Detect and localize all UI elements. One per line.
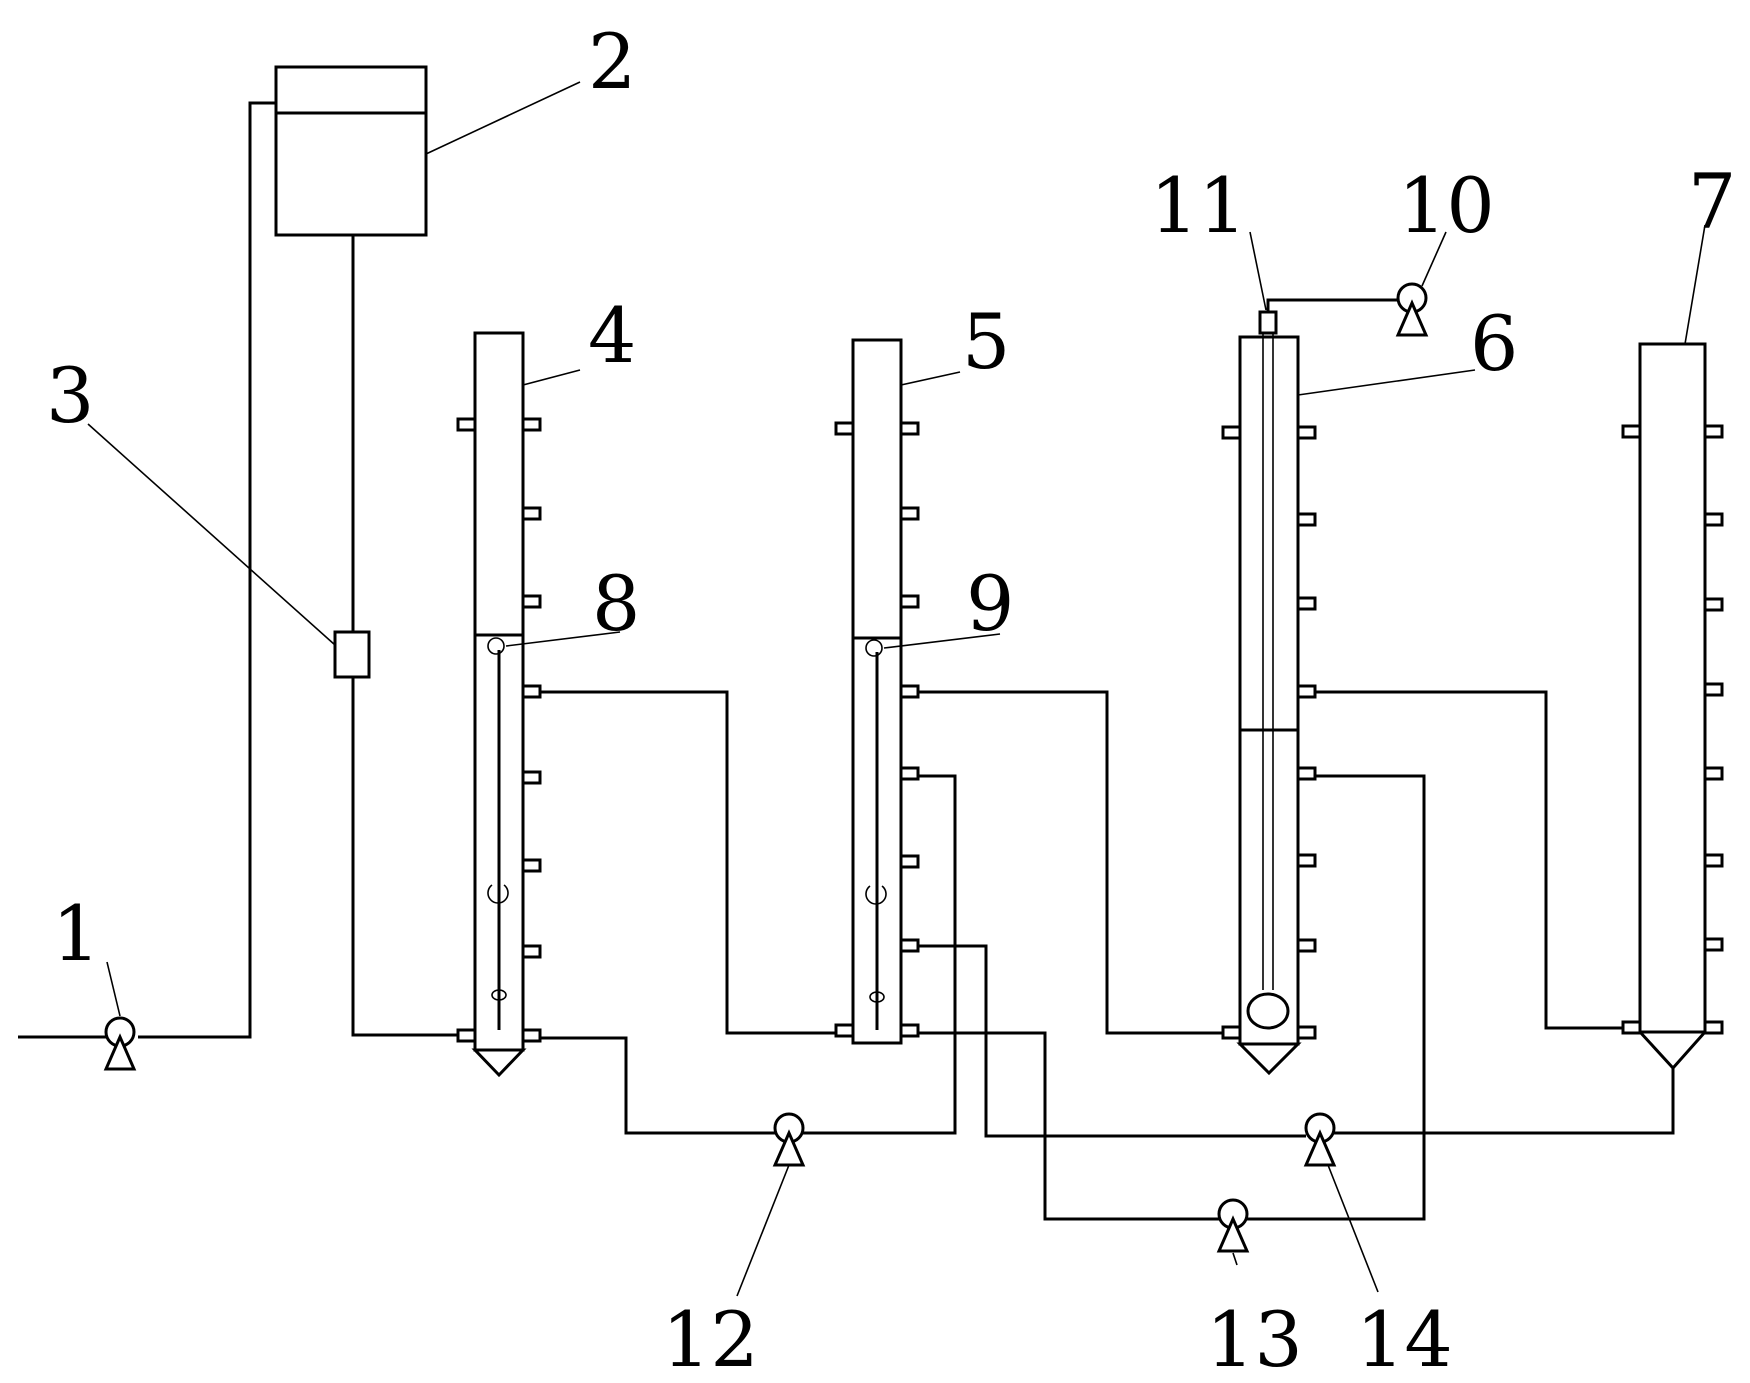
label-10: 10 [1398,161,1495,250]
connecting-pipes [540,298,1675,1221]
pump-13 [1216,1198,1250,1253]
reactor-6 [1221,333,1317,1076]
leader-lines [87,81,1706,1297]
storage-tank [274,65,428,237]
pump-12 [772,1112,806,1167]
pump-14 [1303,1112,1337,1167]
label-7: 7 [1688,157,1736,246]
label-12: 12 [662,1295,759,1383]
label-5: 5 [962,297,1010,386]
pump-1 [103,1016,137,1071]
label-4: 4 [588,291,636,380]
settling-column [1621,342,1724,1071]
aeration-head [1258,310,1278,335]
label-3: 3 [46,351,94,440]
reactor-4 [456,331,542,1078]
label-13: 13 [1206,1295,1303,1383]
label-6: 6 [1470,299,1518,388]
label-11: 11 [1150,161,1247,250]
reactor-5 [834,338,920,1045]
label-14: 14 [1356,1295,1453,1383]
flow-meter [333,630,371,679]
number-labels: 1 2 3 4 5 6 7 8 9 10 11 12 13 14 [46,17,1736,1383]
label-9: 9 [966,559,1014,648]
label-8: 8 [592,559,640,648]
label-1: 1 [52,889,100,978]
label-2: 2 [588,17,636,106]
blower-10 [1395,282,1429,337]
